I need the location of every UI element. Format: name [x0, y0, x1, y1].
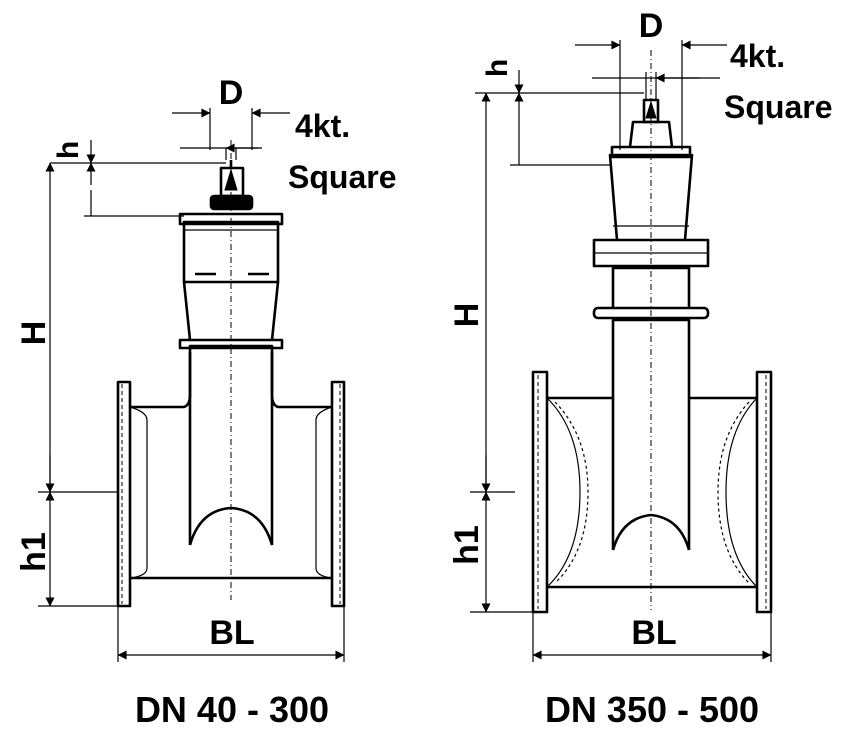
valve-large-dimension-H: H: [448, 92, 491, 493]
valve-small-dimension-BL: BL: [117, 606, 345, 662]
valve-large-square-label-top: 4kt.: [730, 38, 785, 74]
valve-large-dimension-BL: BL: [532, 612, 772, 662]
valve-small-dimension-D: D: [172, 74, 290, 150]
valve-small-caption: DN 40 - 300: [135, 689, 329, 729]
valve-large-BL-label: BL: [631, 614, 676, 652]
valve-small-square-label-bottom: Square: [288, 159, 396, 195]
valve-small-BL-label: BL: [209, 614, 254, 652]
valve-small-dimension-h: h: [50, 140, 226, 217]
valve-large-drawing: D 4kt. Square h H: [448, 7, 832, 729]
valve-large-H-label: H: [448, 303, 486, 328]
valve-small-H-label: H: [15, 321, 53, 346]
valve-large-D-label: D: [639, 7, 664, 45]
valve-large-caption: DN 350 - 500: [545, 689, 759, 729]
valve-small-square-annotation: 4kt. Square: [180, 108, 396, 195]
valve-large-h1-label: h1: [448, 525, 486, 565]
valve-large-h-label: h: [481, 59, 514, 77]
valve-large-dimension-h1: h1: [448, 491, 535, 613]
valve-small-drawing: D 4kt. Square h H: [15, 74, 396, 729]
valve-large-body: [531, 98, 773, 614]
valve-small-dimension-H: H: [15, 162, 55, 493]
valve-small-D-label: D: [219, 74, 244, 112]
valve-large-dimension-D: D: [575, 7, 727, 150]
valve-large-square-annotation: 4kt. Square: [592, 38, 832, 125]
valve-small-square-label-top: 4kt.: [295, 108, 350, 144]
valve-small-h1-label: h1: [15, 532, 53, 572]
valve-large-square-label-bottom: Square: [724, 89, 832, 125]
valve-large-dimension-h: h: [475, 59, 644, 166]
valve-small-h-label: h: [52, 141, 85, 159]
valve-small-dimension-h1: h1: [15, 491, 120, 607]
